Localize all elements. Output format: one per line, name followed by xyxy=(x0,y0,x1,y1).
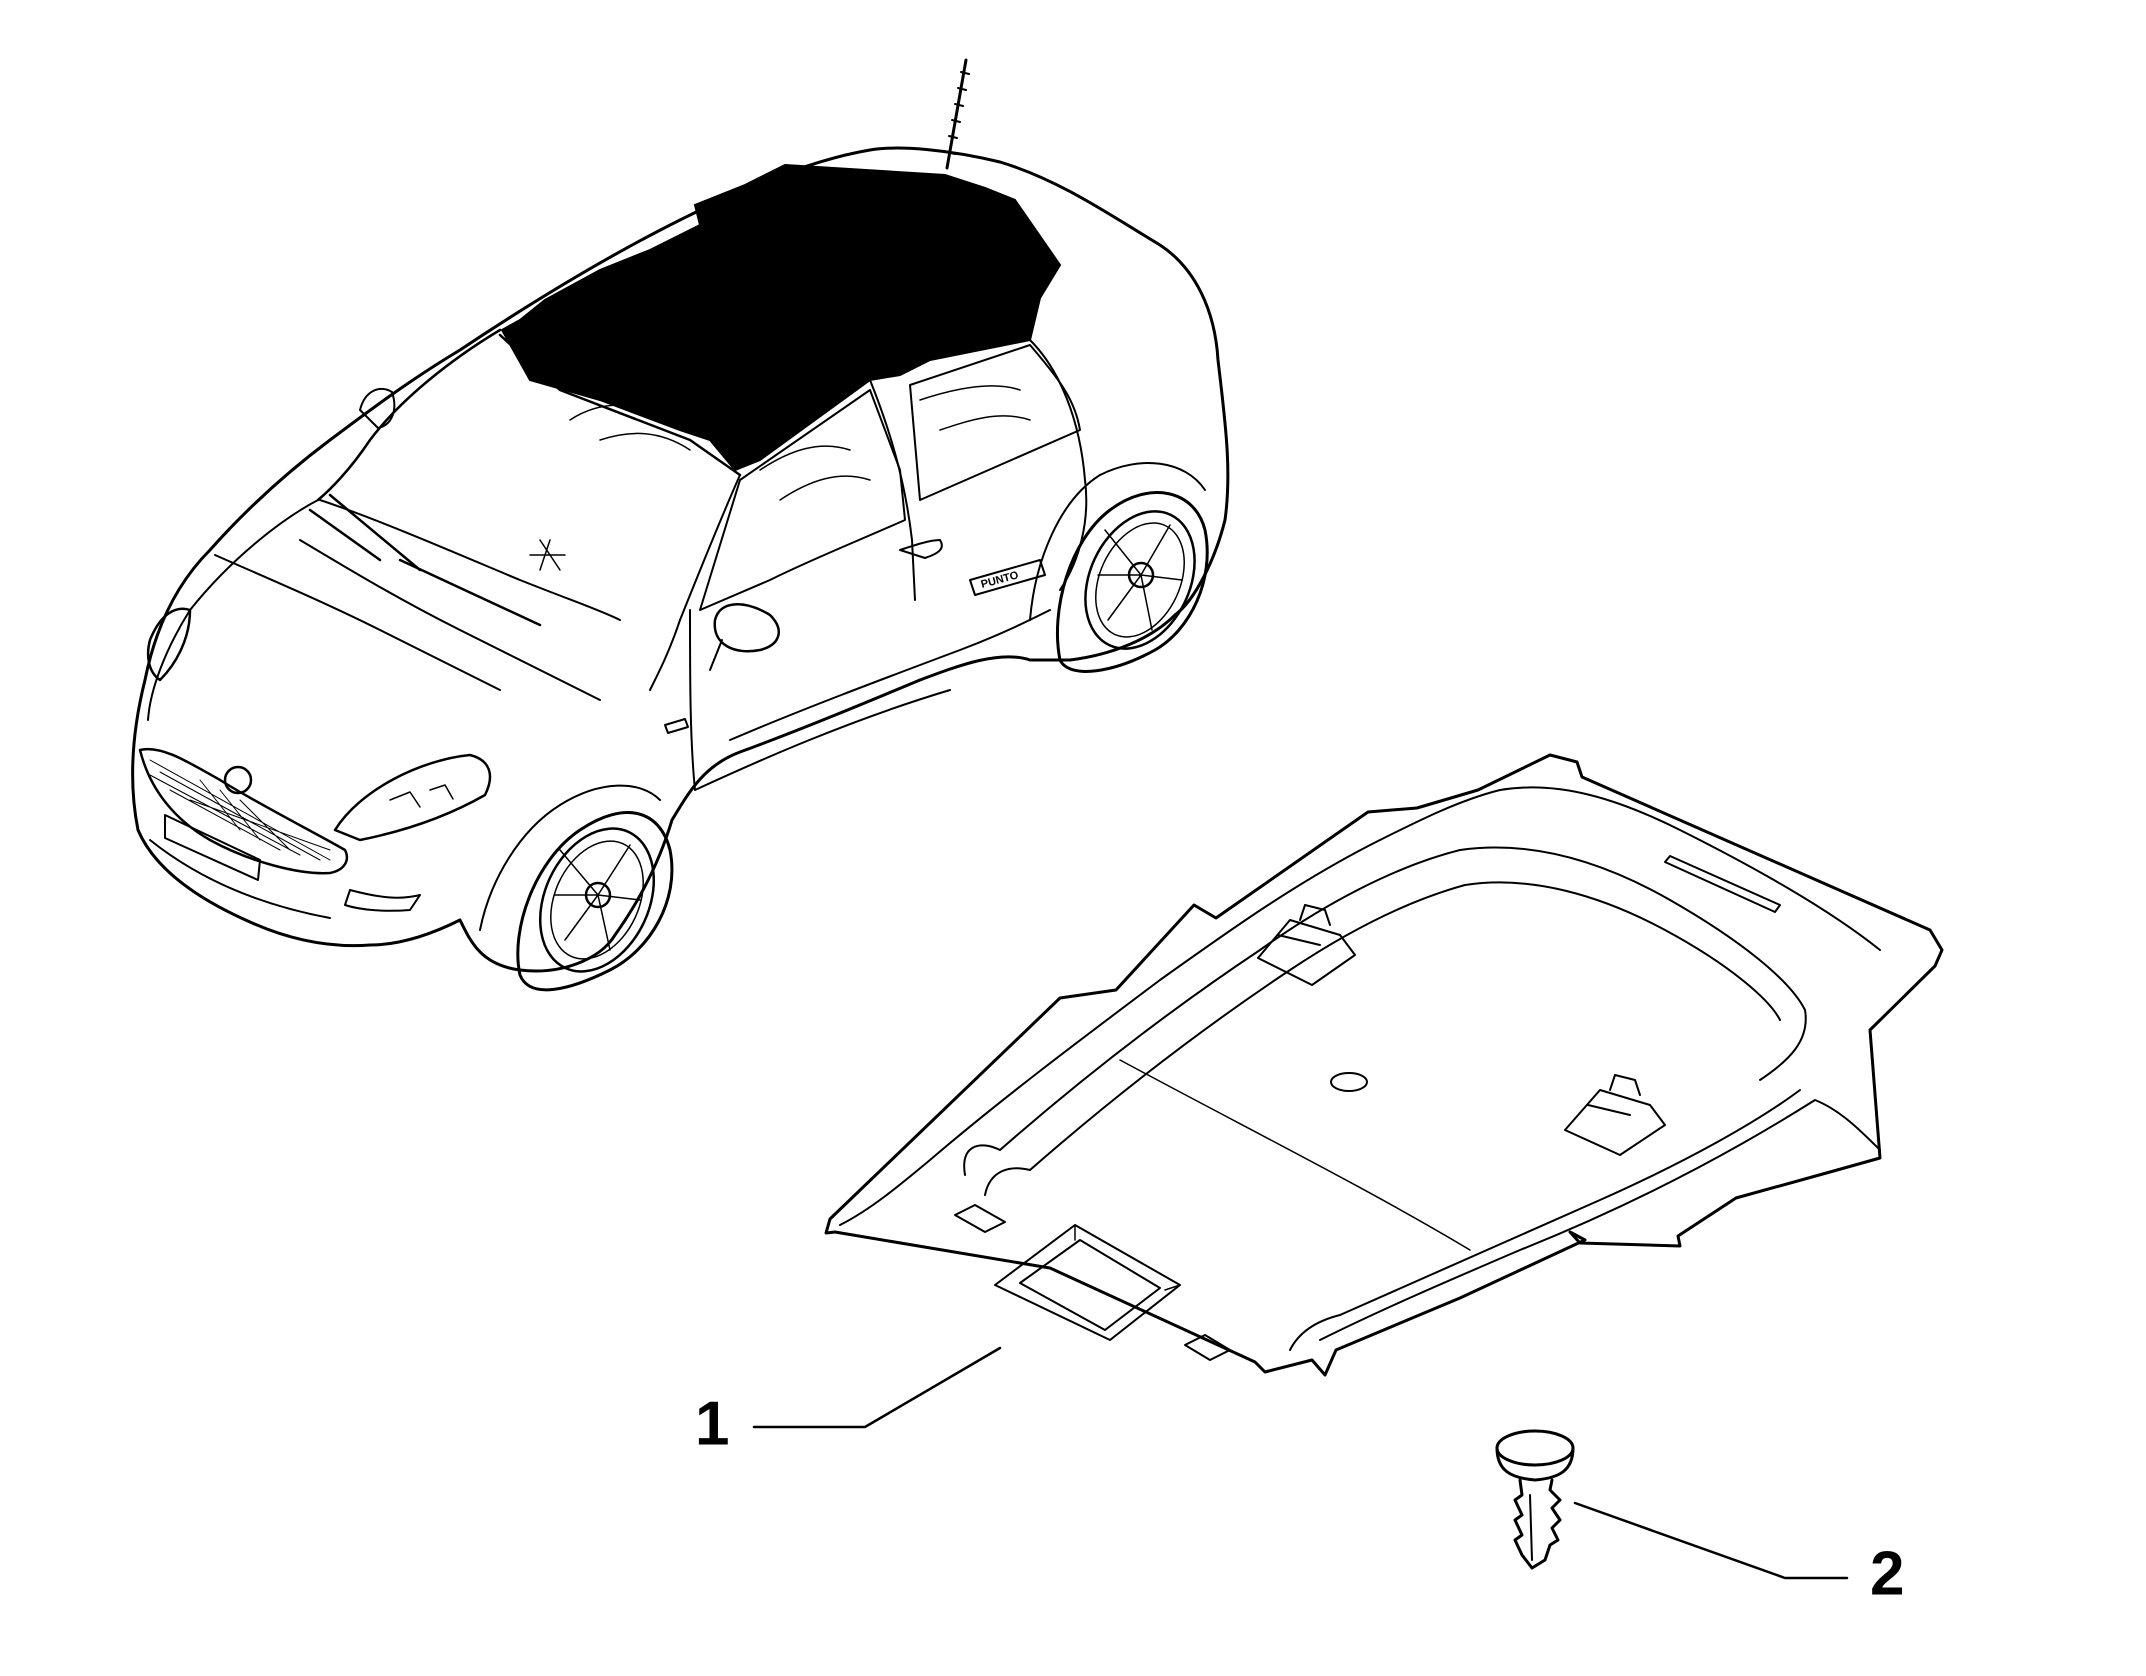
callout-1: 1 xyxy=(695,1346,1002,1458)
headliner-outline xyxy=(824,753,1944,1377)
rear-wheel xyxy=(1029,462,1209,673)
dome-light-cutout xyxy=(1330,1072,1368,1092)
callout-1-label: 1 xyxy=(695,1389,729,1458)
antenna xyxy=(945,58,970,170)
mirror-left xyxy=(359,388,396,429)
push-clip-fastener xyxy=(1495,1429,1575,1570)
mount-bracket-rear-right xyxy=(1564,1074,1666,1156)
headlight-right xyxy=(333,753,492,842)
overhead-console-cutout xyxy=(954,1204,1231,1361)
headlight-left xyxy=(146,607,192,682)
car-body-outline xyxy=(131,146,1230,973)
roof-highlight xyxy=(500,163,1062,472)
mount-bracket-rear-left xyxy=(1257,904,1356,986)
front-wheel xyxy=(479,784,674,992)
headliner-panel xyxy=(824,753,1944,1377)
car-illustration: PUNTO xyxy=(131,58,1230,992)
callout-2-label: 2 xyxy=(1870,1539,1904,1608)
callout-2: 2 xyxy=(1573,1501,1904,1608)
callout-1-leader xyxy=(752,1346,1002,1429)
callout-2-leader xyxy=(1573,1501,1849,1580)
mirror-right xyxy=(713,603,780,653)
front-grille xyxy=(138,747,349,919)
